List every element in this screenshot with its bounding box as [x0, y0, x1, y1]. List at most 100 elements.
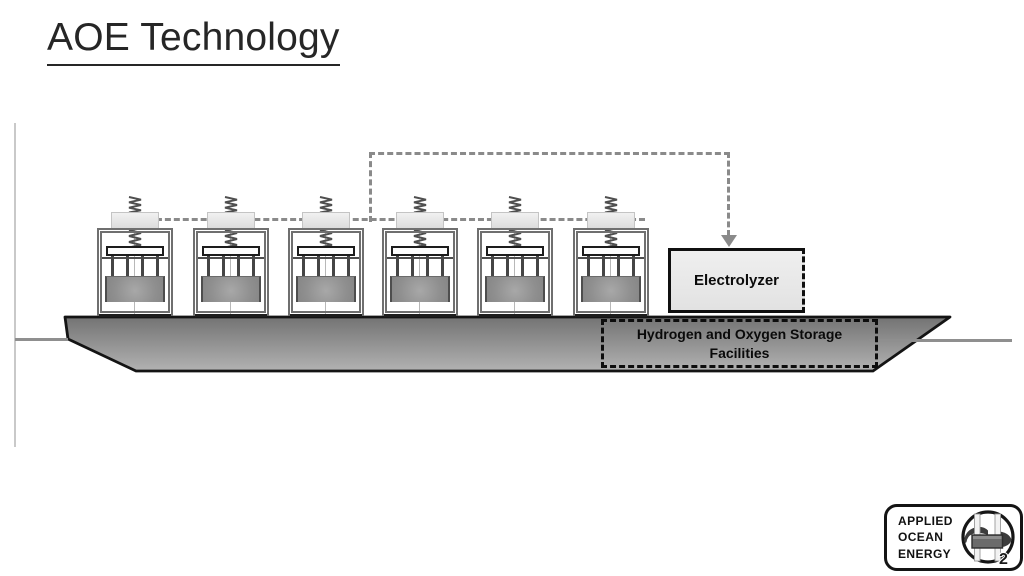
unit-centerline: [610, 212, 611, 315]
storage-label-line1: Hydrogen and Oxygen Storage: [636, 325, 843, 342]
unit-hanger-bar: [391, 246, 449, 256]
unit-mass: [485, 276, 545, 302]
unit-leg: [126, 256, 129, 277]
spring-icon: [604, 229, 618, 248]
spring-icon: [128, 196, 142, 213]
unit-leg: [426, 256, 429, 277]
unit-mass: [581, 276, 641, 302]
logo-line2: OCEAN: [898, 530, 944, 545]
unit-hanger-bar: [486, 246, 544, 256]
unit-rail: [198, 257, 264, 259]
unit-rail: [102, 257, 168, 259]
pipe-top-line: [369, 152, 730, 155]
unit-leg: [491, 256, 494, 277]
unit-cap: [302, 212, 350, 229]
wave-energy-converter-unit: [477, 196, 553, 317]
unit-base-pad: [479, 314, 551, 317]
unit-hanger-bar: [582, 246, 640, 256]
spring-icon: [604, 196, 618, 213]
unit-leg: [347, 256, 350, 277]
unit-leg: [332, 256, 335, 277]
pipe-riser-line: [369, 152, 372, 222]
unit-base-pad: [290, 314, 362, 317]
unit-leg: [617, 256, 620, 277]
spring-icon: [413, 229, 427, 248]
spring-icon: [413, 196, 427, 213]
unit-leg: [396, 256, 399, 277]
unit-leg: [222, 256, 225, 277]
spring-icon: [224, 196, 238, 213]
unit-cap: [111, 212, 159, 229]
logo-line1: APPLIED: [898, 513, 953, 528]
electrolyzer-box: Electrolyzer: [668, 248, 805, 313]
unit-leg: [506, 256, 509, 277]
unit-leg: [252, 256, 255, 277]
aoe-logo-text: APPLIED OCEAN ENERGY: [898, 513, 953, 563]
hull-shape: [63, 315, 952, 373]
spring-icon: [508, 196, 522, 213]
pipe-drop-line: [727, 152, 730, 236]
unit-centerline: [230, 212, 231, 315]
unit-leg: [156, 256, 159, 277]
unit-mass: [390, 276, 450, 302]
unit-frame: [97, 228, 173, 316]
unit-leg: [411, 256, 414, 277]
unit-cap: [587, 212, 635, 229]
unit-rail: [387, 257, 453, 259]
unit-frame: [573, 228, 649, 316]
aoe-logo: APPLIED OCEAN ENERGY 2: [884, 504, 1023, 571]
spring-icon: [319, 229, 333, 248]
wave-energy-converter-unit: [288, 196, 364, 317]
unit-cap: [396, 212, 444, 229]
storage-label-line2: Facilities: [709, 344, 770, 361]
unit-rail: [293, 257, 359, 259]
page-title: AOE Technology: [47, 16, 340, 66]
unit-base-pad: [384, 314, 456, 317]
logo-subscript: 2: [999, 551, 1008, 568]
unit-leg: [587, 256, 590, 277]
unit-frame: [193, 228, 269, 316]
electrolyzer-label: Electrolyzer: [693, 272, 780, 289]
spring-icon: [319, 196, 333, 213]
waterline-right: [869, 339, 1012, 342]
waterline-left: [15, 338, 68, 341]
unit-leg: [237, 256, 240, 277]
unit-base-pad: [99, 314, 171, 317]
wave-energy-converter-unit: [382, 196, 458, 317]
wave-energy-converter-unit: [573, 196, 649, 317]
unit-base-pad: [575, 314, 647, 317]
unit-centerline: [514, 212, 515, 315]
unit-leg: [141, 256, 144, 277]
unit-leg: [302, 256, 305, 277]
unit-centerline: [325, 212, 326, 315]
unit-leg: [111, 256, 114, 277]
pipe-arrowhead-icon: [721, 235, 737, 247]
unit-hanger-bar: [106, 246, 164, 256]
unit-base-pad: [195, 314, 267, 317]
unit-leg: [521, 256, 524, 277]
unit-leg: [317, 256, 320, 277]
unit-rail: [578, 257, 644, 259]
spring-icon: [508, 229, 522, 248]
wave-energy-converter-unit: [97, 196, 173, 317]
unit-leg: [441, 256, 444, 277]
spring-icon: [224, 229, 238, 248]
unit-frame: [288, 228, 364, 316]
unit-frame: [382, 228, 458, 316]
unit-leg: [602, 256, 605, 277]
logo-line3: ENERGY: [898, 546, 952, 561]
wave-energy-converter-unit: [193, 196, 269, 317]
unit-hanger-bar: [297, 246, 355, 256]
unit-cap: [491, 212, 539, 229]
unit-centerline: [419, 212, 420, 315]
unit-centerline: [134, 212, 135, 315]
spring-icon: [128, 229, 142, 248]
unit-mass: [105, 276, 165, 302]
unit-leg: [207, 256, 210, 277]
unit-mass: [201, 276, 261, 302]
storage-facilities-box: Hydrogen and Oxygen Storage Facilities: [601, 319, 878, 368]
unit-leg: [536, 256, 539, 277]
